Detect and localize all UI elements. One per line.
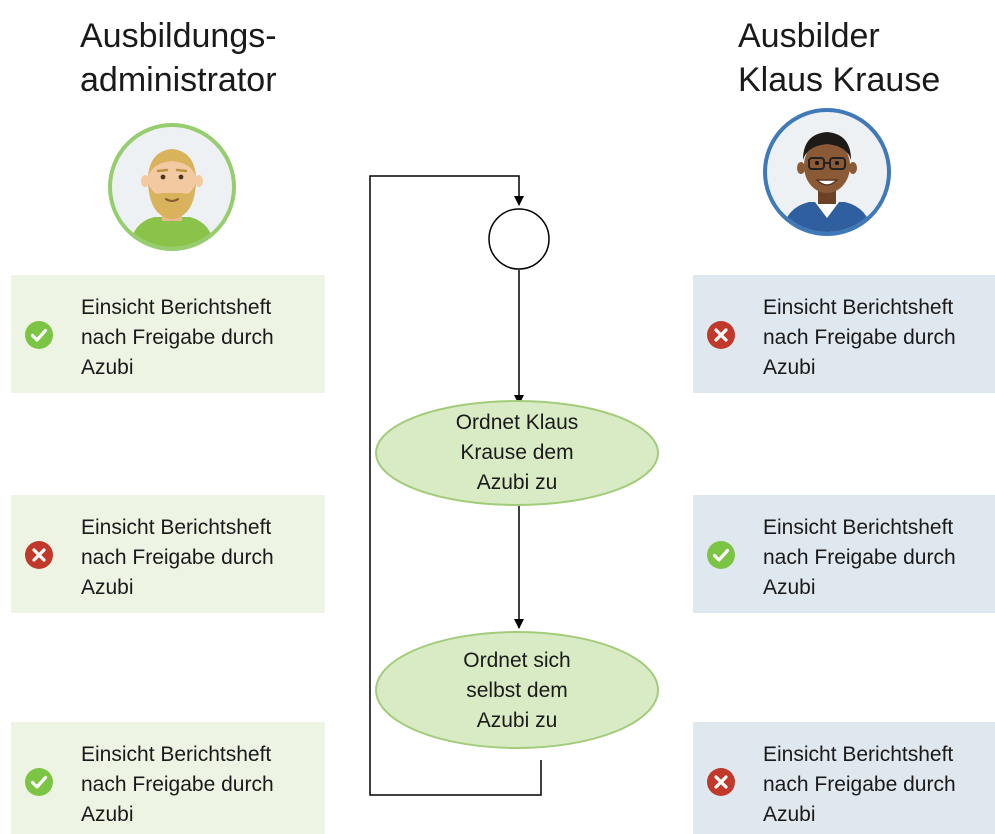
loop-connector	[369, 175, 542, 796]
panel-line: Azubi	[763, 576, 816, 599]
role-title-administrator: Ausbildungs- administrator	[80, 14, 277, 102]
check-icon	[707, 541, 735, 569]
check-icon	[25, 768, 53, 796]
panel-line: nach Freigabe durch	[763, 773, 956, 796]
permission-panel-admin-2: Einsicht Berichtsheft nach Freigabe durc…	[11, 495, 325, 613]
man-with-glasses-icon	[783, 132, 871, 232]
panel-line: Azubi	[763, 356, 816, 379]
step-label-line: Ordnet sich	[463, 649, 571, 672]
panel-text: Einsicht Berichtsheft nach Freigabe durc…	[763, 740, 956, 830]
panel-line: nach Freigabe durch	[81, 326, 274, 349]
permission-panel-trainer-1: Einsicht Berichtsheft nach Freigabe durc…	[693, 275, 995, 393]
panel-line: Einsicht Berichtsheft	[81, 516, 272, 539]
panel-line: Azubi	[81, 576, 134, 599]
cross-icon	[707, 321, 735, 349]
panel-line: Einsicht Berichtsheft	[763, 743, 954, 766]
step-label-line: Ordnet Klaus	[455, 411, 579, 434]
step-label-line: Azubi zu	[476, 709, 558, 732]
role-title-line: Ausbilder	[738, 17, 880, 55]
step-label-line: Azubi zu	[476, 471, 558, 494]
permission-panel-admin-3: Einsicht Berichtsheft nach Freigabe durc…	[11, 722, 325, 834]
role-title-line: Ausbildungs-	[80, 17, 277, 55]
role-title-line: administrator	[80, 61, 277, 99]
panel-line: Azubi	[81, 803, 134, 826]
panel-line: Einsicht Berichtsheft	[81, 743, 272, 766]
permission-panel-admin-1: Einsicht Berichtsheft nach Freigabe durc…	[11, 275, 325, 393]
step-node-assign-self	[375, 631, 659, 749]
role-title-line: Klaus Krause	[738, 61, 941, 99]
start-node	[488, 208, 550, 270]
panel-line: nach Freigabe durch	[763, 546, 956, 569]
panel-line: Einsicht Berichtsheft	[763, 516, 954, 539]
panel-line: nach Freigabe durch	[81, 546, 274, 569]
check-icon	[25, 321, 53, 349]
permission-panel-trainer-3: Einsicht Berichtsheft nach Freigabe durc…	[693, 722, 995, 834]
panel-line: nach Freigabe durch	[81, 773, 274, 796]
panel-line: nach Freigabe durch	[763, 326, 956, 349]
panel-text: Einsicht Berichtsheft nach Freigabe durc…	[81, 513, 274, 603]
step-label-assign-self: Ordnet sich selbst dem Azubi zu	[417, 646, 617, 736]
step-node-assign-klaus	[375, 400, 659, 506]
step-label-line: Krause dem	[460, 441, 574, 464]
panel-line: Azubi	[763, 803, 816, 826]
panel-line: Einsicht Berichtsheft	[763, 296, 954, 319]
permission-panel-trainer-2: Einsicht Berichtsheft nach Freigabe durc…	[693, 495, 995, 613]
panel-text: Einsicht Berichtsheft nach Freigabe durc…	[763, 293, 956, 383]
panel-text: Einsicht Berichtsheft nach Freigabe durc…	[81, 293, 274, 383]
panel-text: Einsicht Berichtsheft nach Freigabe durc…	[81, 740, 274, 830]
step-label-line: selbst dem	[466, 679, 568, 702]
cross-icon	[25, 541, 53, 569]
man-with-glasses-avatar	[763, 108, 891, 236]
panel-line: Azubi	[81, 356, 134, 379]
role-title-trainer: Ausbilder Klaus Krause	[738, 14, 940, 102]
bearded-man-avatar	[108, 123, 236, 251]
panel-line: Einsicht Berichtsheft	[81, 296, 272, 319]
bearded-man-icon	[130, 149, 214, 247]
panel-text: Einsicht Berichtsheft nach Freigabe durc…	[763, 513, 956, 603]
step-label-assign-klaus: Ordnet Klaus Krause dem Azubi zu	[417, 408, 617, 498]
cross-icon	[707, 768, 735, 796]
